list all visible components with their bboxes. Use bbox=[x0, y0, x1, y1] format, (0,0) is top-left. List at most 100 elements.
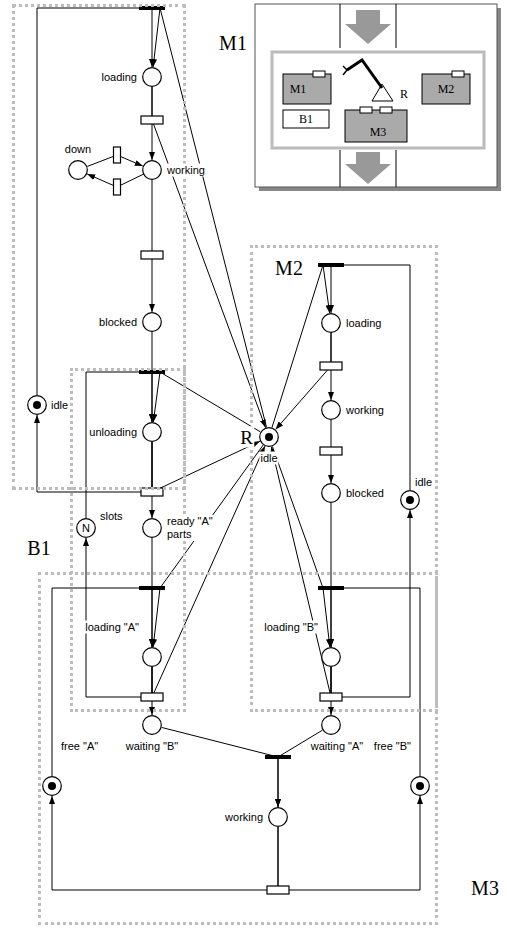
place-outline bbox=[143, 423, 162, 442]
petri-place: working bbox=[142, 160, 162, 180]
petri-place: free "A" bbox=[42, 776, 62, 796]
petri-place: loading "B" bbox=[321, 647, 341, 667]
place-circle bbox=[42, 776, 62, 796]
place-label: loading "A" bbox=[84, 621, 140, 634]
place-outline bbox=[411, 777, 430, 796]
place-outline bbox=[322, 484, 341, 503]
place-label: working bbox=[166, 164, 206, 177]
robot-arm bbox=[347, 60, 382, 88]
transition-box bbox=[141, 116, 163, 124]
petri-arc bbox=[331, 510, 410, 697]
place-circle bbox=[27, 395, 47, 415]
place-circle bbox=[142, 518, 162, 538]
machine-slot bbox=[452, 71, 464, 77]
transition-box bbox=[320, 362, 342, 370]
place-outline bbox=[43, 777, 62, 796]
chute-wall bbox=[340, 150, 341, 187]
flow-arrow bbox=[345, 152, 391, 184]
inset-label: R bbox=[399, 88, 409, 101]
place-outline bbox=[322, 401, 341, 420]
petri-arc bbox=[152, 87, 266, 428]
inset-label: M3 bbox=[369, 126, 388, 139]
petri-arc bbox=[152, 441, 260, 492]
petri-place: waiting "A" bbox=[321, 715, 341, 735]
place-circle bbox=[68, 160, 88, 180]
place-circle bbox=[321, 483, 341, 503]
token-capacity: N bbox=[82, 522, 90, 535]
machine-m2 bbox=[422, 74, 470, 104]
place-label: blocked bbox=[98, 316, 138, 329]
petri-place: free "B" bbox=[410, 776, 430, 796]
token bbox=[416, 782, 424, 790]
group-label: M1 bbox=[218, 32, 248, 54]
place-outline bbox=[401, 491, 420, 510]
transition-bar bbox=[318, 263, 344, 267]
transition-box bbox=[320, 447, 342, 455]
petri-arc bbox=[278, 796, 420, 890]
petri-arc bbox=[272, 446, 329, 647]
place-outline bbox=[69, 161, 88, 180]
transition-box bbox=[114, 147, 121, 163]
place-outline bbox=[143, 68, 162, 87]
subsystem-region: loadingdownworkingblockedidleunloadingM1 bbox=[12, 4, 186, 490]
place-circle bbox=[142, 647, 162, 667]
petri-arc bbox=[52, 796, 278, 890]
petri-place: waiting "B" bbox=[142, 715, 162, 735]
petri-place: blocked bbox=[321, 483, 341, 503]
place-circle bbox=[142, 422, 162, 442]
place-label: loading bbox=[345, 317, 382, 330]
subsystem-region: loadingworkingblockedidleM2 bbox=[250, 245, 438, 712]
place-outline bbox=[269, 808, 288, 827]
timed-transitions bbox=[114, 116, 343, 894]
petri-arc bbox=[86, 538, 152, 697]
petri-place: loading bbox=[142, 67, 162, 87]
place-label: loading bbox=[101, 71, 138, 84]
petri-place: down bbox=[68, 160, 88, 180]
petri-place: blocked bbox=[142, 312, 162, 332]
token bbox=[406, 496, 414, 504]
petri-place: unloading bbox=[142, 422, 162, 442]
petri-place: loading bbox=[321, 313, 341, 333]
place-outline bbox=[77, 519, 96, 538]
place-circle bbox=[142, 160, 162, 180]
place-outline bbox=[143, 313, 162, 332]
petri-place: loading "A" bbox=[142, 647, 162, 667]
subsystem-region: Nslotsready "A" partsB1 bbox=[70, 368, 186, 712]
place-label: free "B" bbox=[373, 740, 412, 753]
place-circle bbox=[321, 715, 341, 735]
place-circle bbox=[410, 776, 430, 796]
machine-slot bbox=[313, 71, 325, 77]
place-circle bbox=[268, 807, 288, 827]
place-circle bbox=[321, 400, 341, 420]
place-label: blocked bbox=[345, 487, 385, 500]
place-label: waiting "A" bbox=[310, 740, 364, 753]
token bbox=[48, 782, 56, 790]
transition-bar bbox=[265, 755, 291, 759]
place-circle bbox=[142, 312, 162, 332]
subsystem-region: loading "A" loading "B" free "A" waiting "B… bbox=[38, 572, 438, 925]
place-label: slots bbox=[99, 510, 124, 523]
group-label: M2 bbox=[274, 257, 304, 279]
machine-m1 bbox=[283, 74, 331, 104]
place-circle bbox=[142, 67, 162, 87]
place-label: idle bbox=[50, 399, 69, 412]
place-label: ready "A" parts bbox=[166, 515, 222, 541]
chute-wall bbox=[396, 4, 397, 48]
machine-slot bbox=[380, 107, 392, 113]
petri-place: working bbox=[268, 807, 288, 827]
flow-arrow bbox=[345, 10, 391, 44]
token bbox=[33, 401, 41, 409]
transition-bar bbox=[318, 586, 344, 590]
place-outline bbox=[260, 428, 279, 447]
place-circle bbox=[142, 715, 162, 735]
place-label: down bbox=[64, 143, 92, 156]
place-label: loading "B" bbox=[263, 621, 319, 634]
immediate-transitions bbox=[139, 6, 344, 759]
transition-box bbox=[267, 886, 289, 894]
transition-box bbox=[141, 251, 163, 259]
chute-wall bbox=[340, 4, 341, 48]
place-label: idle bbox=[414, 476, 433, 489]
cell-inset bbox=[255, 4, 501, 191]
petri-arc bbox=[37, 415, 152, 492]
